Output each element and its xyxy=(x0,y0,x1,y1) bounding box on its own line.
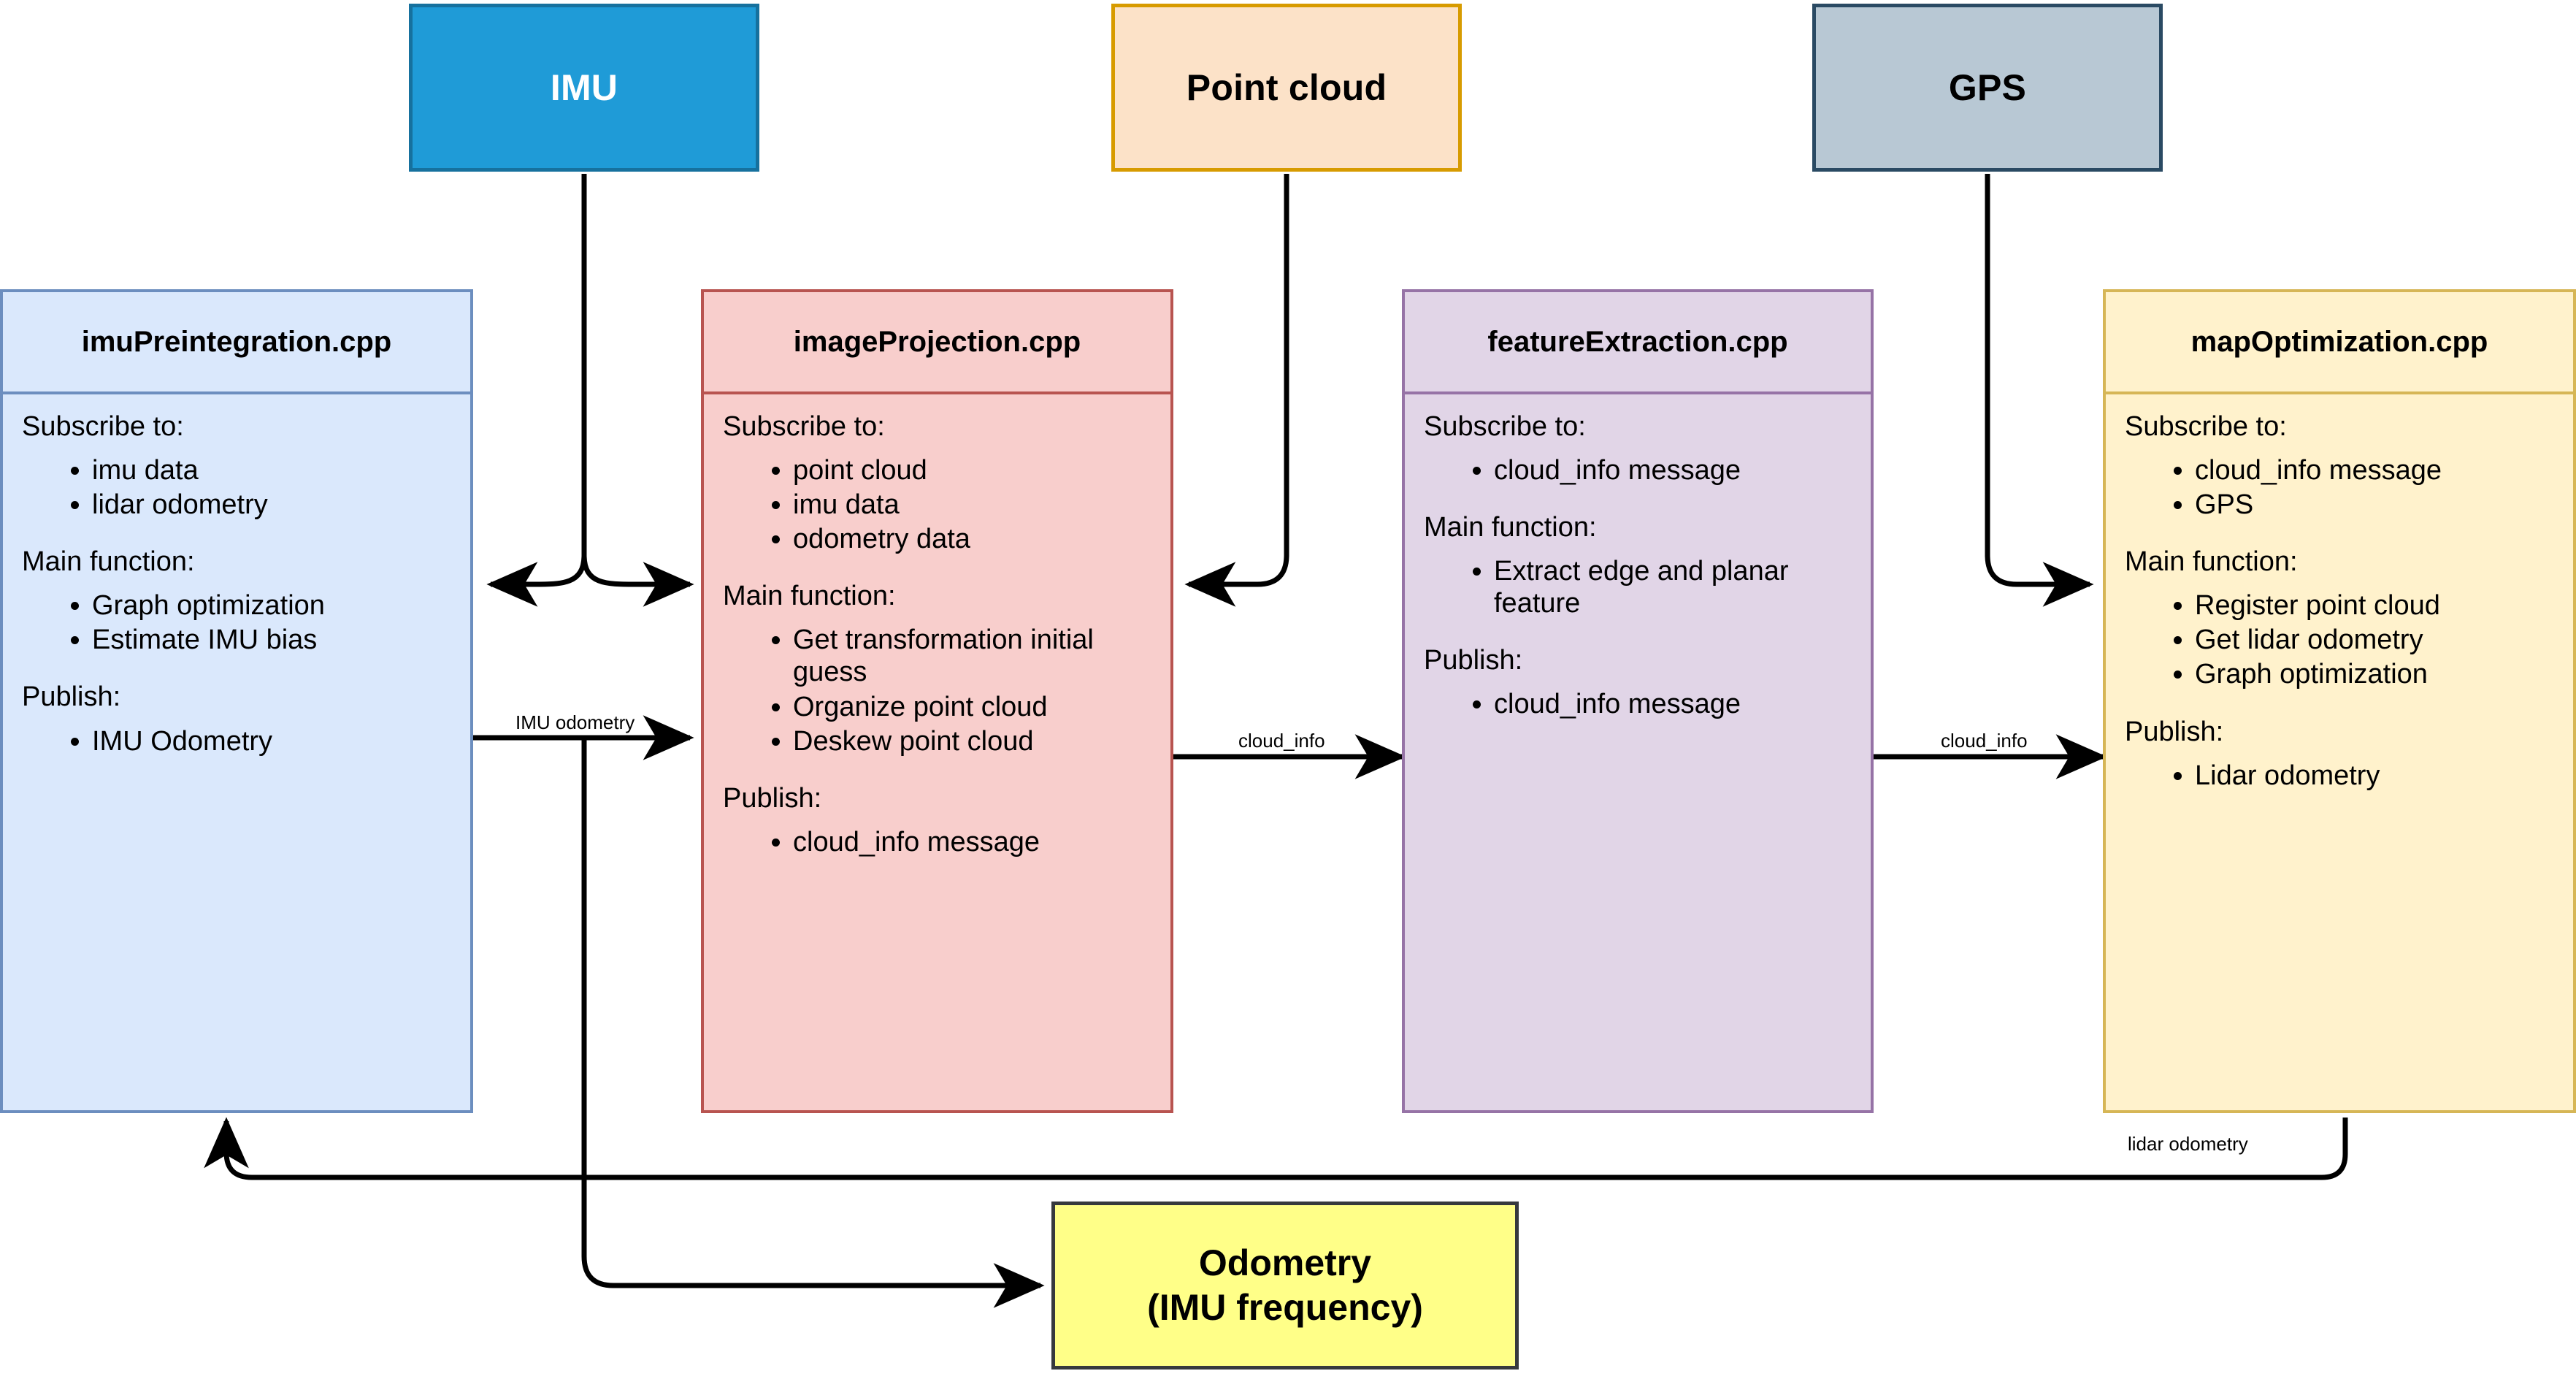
main-function-label: Main function: xyxy=(1424,512,1597,543)
subscribe-label: Subscribe to: xyxy=(723,411,885,442)
list-item: Deskew point cloud xyxy=(793,725,1151,757)
source-node-point-cloud[interactable]: Point cloud xyxy=(1111,4,1462,172)
subscribe-list: cloud_info message GPS xyxy=(2125,454,2554,521)
edge-label-imu-odometry: IMU odometry xyxy=(511,712,640,733)
list-item: Lidar odometry xyxy=(2195,760,2554,792)
main-function-list: Get transformation initial guess Organiz… xyxy=(723,624,1151,757)
module-body-imu-preintegration: Subscribe to: imu data lidar odometry Ma… xyxy=(3,394,470,1110)
list-item: cloud_info message xyxy=(793,826,1151,858)
output-label-line2: (IMU frequency) xyxy=(1147,1287,1423,1328)
list-item: odometry data xyxy=(793,523,1151,555)
edge-imu-to-imupreintegration xyxy=(486,554,587,607)
edge-label-lidar-odometry: lidar odometry xyxy=(2123,1134,2253,1155)
list-item: Organize point cloud xyxy=(793,691,1151,723)
publish-list: cloud_info message xyxy=(1424,688,1852,720)
publish-label: Publish: xyxy=(723,782,822,814)
main-function-list: Extract edge and planar feature xyxy=(1424,555,1852,619)
list-item: lidar odometry xyxy=(92,489,451,521)
module-body-feature-extraction: Subscribe to: cloud_info message Main fu… xyxy=(1405,394,1871,1110)
source-label-imu: IMU xyxy=(550,67,618,108)
main-function-list: Register point cloud Get lidar odometry … xyxy=(2125,589,2554,690)
list-item: Register point cloud xyxy=(2195,589,2554,622)
list-item: Get transformation initial guess xyxy=(793,624,1151,688)
output-label-line1: Odometry xyxy=(1198,1242,1372,1283)
main-function-list: Graph optimization Estimate IMU bias xyxy=(22,589,451,656)
module-map-optimization[interactable]: mapOptimization.cpp Subscribe to: cloud_… xyxy=(2103,289,2576,1113)
module-title-image-projection: imageProjection.cpp xyxy=(704,292,1170,394)
edge-gps-to-mapoptimization xyxy=(1985,174,2094,607)
list-item: imu data xyxy=(92,454,451,486)
source-label-gps: GPS xyxy=(1948,67,2027,108)
list-item: Graph optimization xyxy=(92,589,451,622)
publish-label: Publish: xyxy=(1424,645,1523,676)
list-item: GPS xyxy=(2195,489,2554,521)
main-function-label: Main function: xyxy=(723,581,896,612)
main-function-label: Main function: xyxy=(22,546,195,578)
subscribe-list: imu data lidar odometry xyxy=(22,454,451,521)
module-body-map-optimization: Subscribe to: cloud_info message GPS Mai… xyxy=(2106,394,2573,1110)
output-label-wrap: Odometry (IMU frequency) xyxy=(1147,1241,1423,1330)
source-node-gps[interactable]: GPS xyxy=(1812,4,2163,172)
list-item: cloud_info message xyxy=(2195,454,2554,486)
list-item: imu data xyxy=(793,489,1151,521)
subscribe-label: Subscribe to: xyxy=(2125,411,2287,442)
edge-pointcloud-to-imageprojection xyxy=(1184,174,1289,607)
list-item: Extract edge and planar feature xyxy=(1494,555,1852,619)
subscribe-label: Subscribe to: xyxy=(22,411,184,442)
publish-list: cloud_info message xyxy=(723,826,1151,858)
list-item: Estimate IMU bias xyxy=(92,624,451,656)
list-item: cloud_info message xyxy=(1494,454,1852,486)
module-imu-preintegration[interactable]: imuPreintegration.cpp Subscribe to: imu … xyxy=(0,289,473,1113)
source-label-point-cloud: Point cloud xyxy=(1186,67,1387,108)
module-title-imu-preintegration: imuPreintegration.cpp xyxy=(3,292,470,394)
module-title-feature-extraction: featureExtraction.cpp xyxy=(1405,292,1871,394)
module-feature-extraction[interactable]: featureExtraction.cpp Subscribe to: clou… xyxy=(1402,289,1874,1113)
source-node-imu[interactable]: IMU xyxy=(409,4,759,172)
main-function-label: Main function: xyxy=(2125,546,2298,578)
subscribe-label: Subscribe to: xyxy=(1424,411,1586,442)
publish-label: Publish: xyxy=(22,681,121,713)
publish-list: IMU Odometry xyxy=(22,725,451,757)
output-node-odometry[interactable]: Odometry (IMU frequency) xyxy=(1051,1202,1519,1370)
list-item: cloud_info message xyxy=(1494,688,1852,720)
module-body-image-projection: Subscribe to: point cloud imu data odome… xyxy=(704,394,1170,1110)
list-item: point cloud xyxy=(793,454,1151,486)
module-title-map-optimization: mapOptimization.cpp xyxy=(2106,292,2573,394)
edge-label-cloud-info-1: cloud_info xyxy=(1234,730,1330,752)
edge-label-cloud-info-2: cloud_info xyxy=(1936,730,2032,752)
list-item: IMU Odometry xyxy=(92,725,451,757)
list-item: Get lidar odometry xyxy=(2195,624,2554,656)
subscribe-list: point cloud imu data odometry data xyxy=(723,454,1151,555)
list-item: Graph optimization xyxy=(2195,658,2554,690)
publish-label: Publish: xyxy=(2125,716,2224,747)
publish-list: Lidar odometry xyxy=(2125,760,2554,792)
module-image-projection[interactable]: imageProjection.cpp Subscribe to: point … xyxy=(701,289,1173,1113)
edge-lidarodometry-feedback xyxy=(204,1117,2348,1180)
edge-imu-to-imageprojection xyxy=(581,554,694,607)
subscribe-list: cloud_info message xyxy=(1424,454,1852,486)
